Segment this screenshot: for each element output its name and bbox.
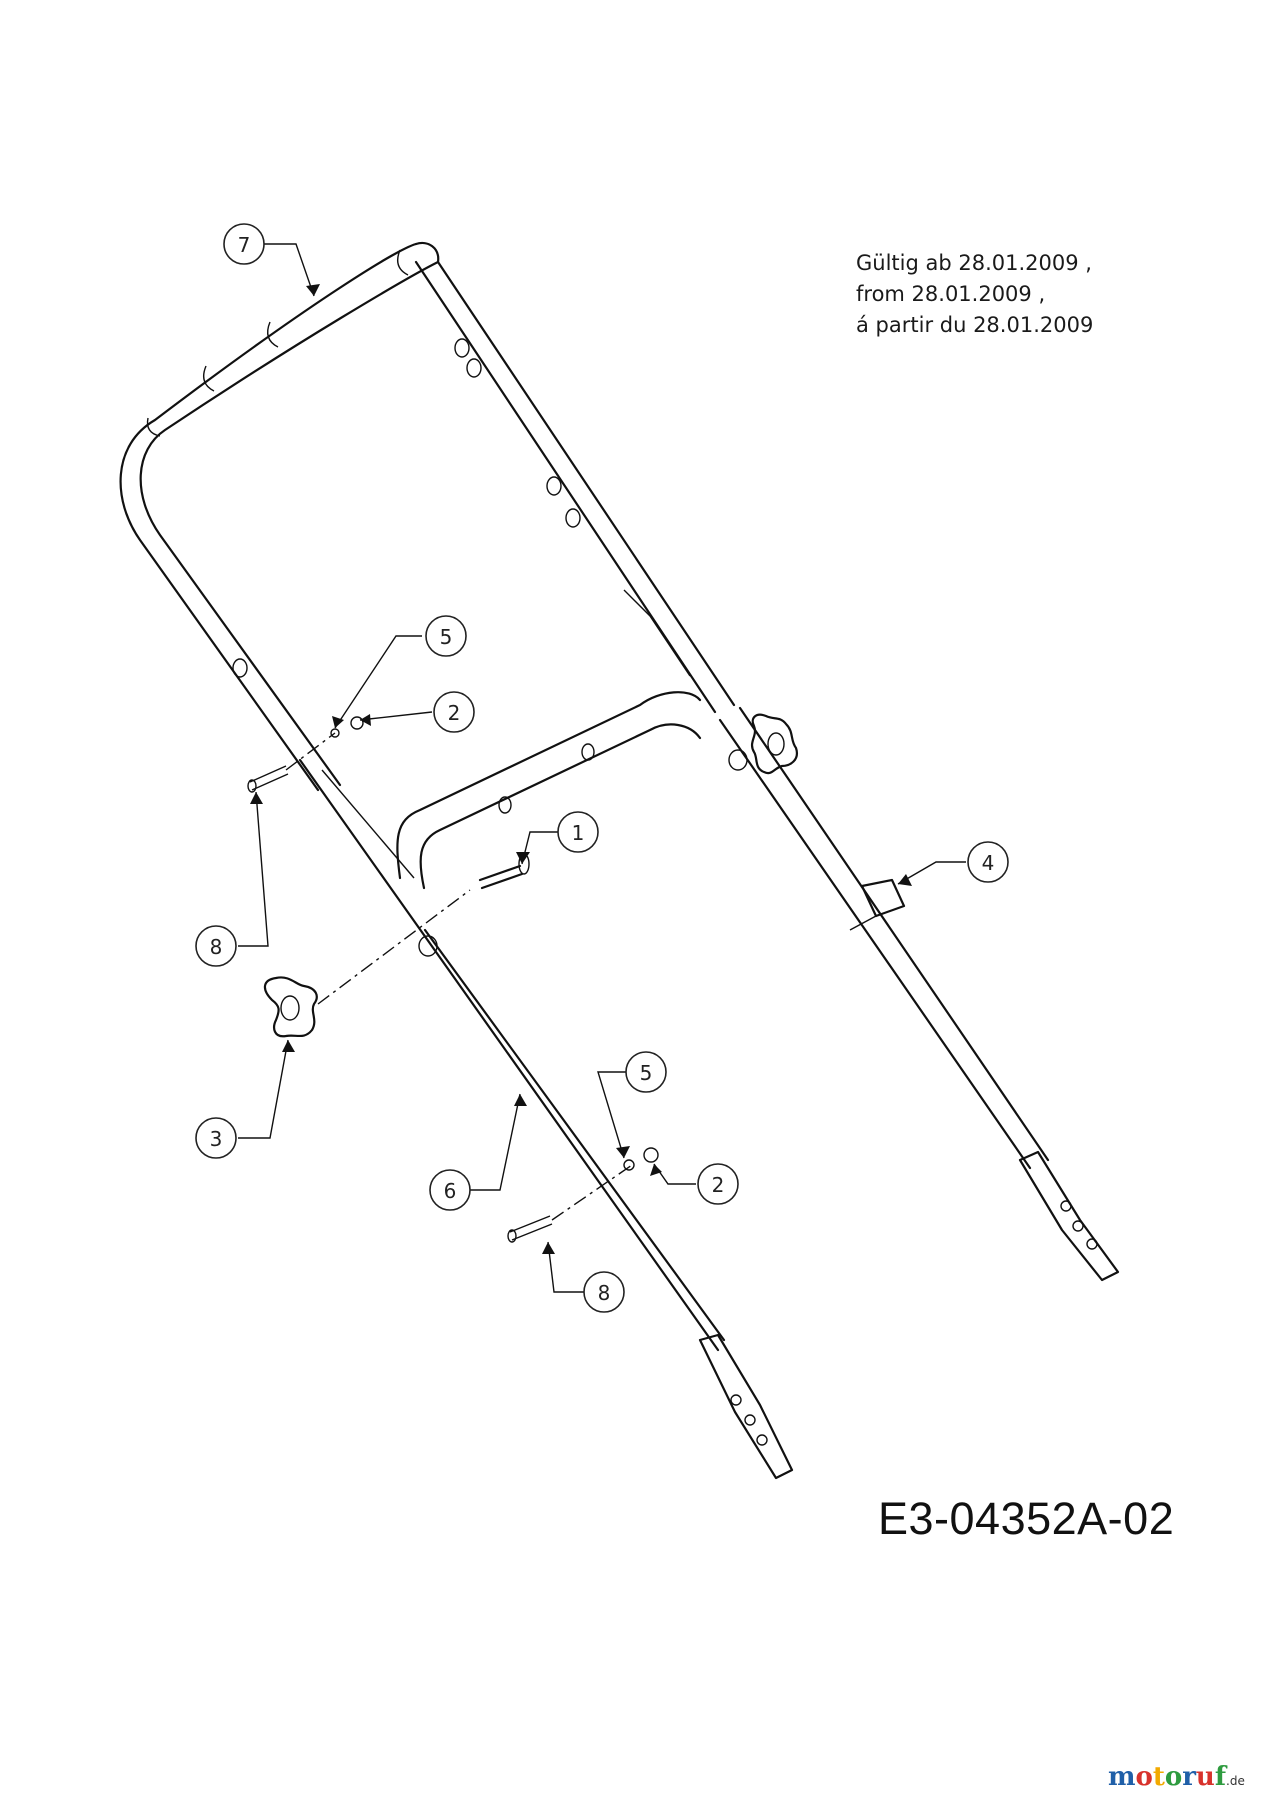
callout-2-upper: 2	[433, 691, 475, 733]
leader-8b	[547, 1241, 584, 1293]
svg-text:1: 1	[572, 821, 585, 845]
star-knob-left	[263, 976, 318, 1038]
svg-text:4: 4	[982, 851, 995, 875]
svg-text:8: 8	[210, 935, 223, 959]
watermark-brand: motoruf	[1108, 1762, 1227, 1792]
leader-5b	[597, 1071, 626, 1159]
svg-text:5: 5	[440, 625, 453, 649]
small-hardware	[247, 716, 659, 1243]
leader-2b	[653, 1163, 696, 1185]
watermark-logo: motoruf.de	[1108, 1762, 1245, 1792]
callout-5-lower: 5	[625, 1051, 667, 1093]
callout-6: 6	[429, 1169, 471, 1211]
leader-1	[521, 831, 558, 865]
validity-line-de: Gültig ab 28.01.2009 ,	[856, 251, 1092, 275]
callout-2-lower: 2	[697, 1163, 739, 1205]
callout-8-lower: 8	[583, 1271, 625, 1313]
callout-7: 7	[223, 223, 265, 265]
leader-5a	[334, 635, 422, 729]
lower-handlebar	[298, 691, 1120, 1480]
watermark-suffix: .de	[1226, 1774, 1245, 1788]
validity-line-fr: á partir du 28.01.2009	[856, 313, 1094, 337]
leader-2a	[359, 711, 433, 721]
validity-note: Gültig ab 28.01.2009 , from 28.01.2009 ,…	[856, 248, 1156, 341]
svg-text:2: 2	[448, 701, 461, 725]
svg-text:2: 2	[712, 1173, 725, 1197]
svg-text:8: 8	[598, 1281, 611, 1305]
svg-text:6: 6	[444, 1179, 457, 1203]
svg-text:5: 5	[640, 1061, 653, 1085]
upper-handlebar	[119, 241, 736, 879]
callout-3: 3	[195, 1117, 237, 1159]
leader-7	[264, 243, 315, 297]
leader-6	[470, 1093, 521, 1191]
svg-text:3: 3	[210, 1127, 223, 1151]
cable-clip	[849, 878, 906, 931]
leader-4	[897, 861, 966, 885]
callout-5-upper: 5	[425, 615, 467, 657]
validity-line-en: from 28.01.2009 ,	[856, 282, 1046, 306]
drawing-code: E3-04352A-02	[878, 1493, 1175, 1544]
callout-8-upper: 8	[195, 925, 237, 967]
callout-1: 1	[557, 811, 599, 853]
leader-3	[238, 1039, 289, 1139]
callout-4: 4	[967, 841, 1009, 883]
star-knob-right	[750, 713, 798, 775]
leader-8a	[238, 791, 269, 947]
svg-text:7: 7	[238, 233, 251, 257]
